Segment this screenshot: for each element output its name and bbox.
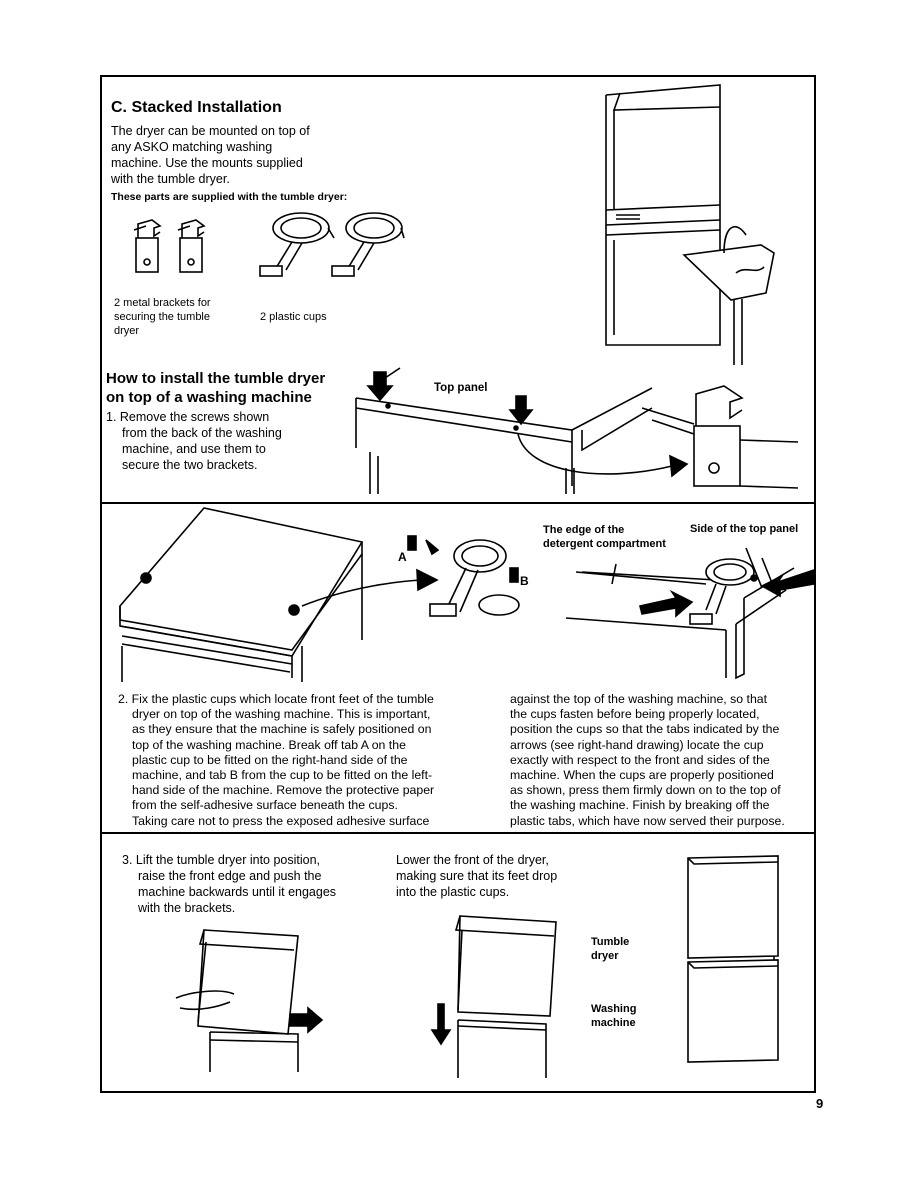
tab-b-label: B: [520, 574, 529, 588]
divider-2: [100, 832, 816, 834]
top-panel-label: Top panel: [434, 382, 488, 394]
bracket-label: 2 metal brackets for securing the tumble…: [114, 297, 211, 337]
step3-lift-illustration: [175, 929, 324, 1072]
metal-bracket-icon: [133, 219, 206, 273]
step2-left-illustration: [119, 507, 439, 682]
parts-heading: These parts are supplied with the tumble…: [111, 191, 348, 203]
section-intro: The dryer can be mounted on top of any A…: [111, 124, 310, 186]
step1-text: 1. Remove the screws shown from the back…: [106, 410, 282, 472]
step3-left-text: 3. Lift the tumble dryer into position, …: [122, 853, 337, 915]
step2-right-illustration: [565, 547, 815, 680]
cup-detail-illustration: [407, 535, 520, 617]
stacked-machine-illustration: [605, 84, 775, 365]
page-number: 9: [816, 1096, 824, 1111]
divider-1: [100, 502, 816, 504]
step2-left-text: 2. Fix the plastic cups which locate fro…: [118, 692, 435, 828]
how-to-title: How to install the tumble dryer on top o…: [106, 370, 326, 406]
section-title: C. Stacked Installation: [111, 99, 282, 116]
step3-lower-illustration: [430, 915, 557, 1078]
step1-illustration: [355, 367, 799, 494]
step3-stacked-illustration: [687, 855, 779, 1063]
plastic-cup-icon: [259, 212, 405, 277]
washing-machine-label: Washing machine: [591, 1003, 637, 1029]
side-top-panel-label: Side of the top panel: [690, 523, 799, 535]
tumble-dryer-label: Tumble dryer: [591, 936, 630, 962]
page-frame: [100, 75, 816, 1093]
step3-middle-text: Lower the front of the dryer, making sur…: [396, 853, 558, 899]
tab-a-label: A: [398, 550, 407, 564]
step2-right-text: against the top of the washing machine, …: [510, 692, 785, 828]
detergent-edge-label: The edge of the detergent compartment: [543, 524, 666, 550]
cup-label: 2 plastic cups: [260, 311, 327, 323]
